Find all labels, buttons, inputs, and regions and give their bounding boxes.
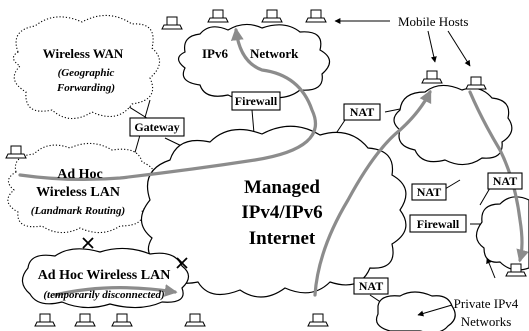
adhoc-title-line2: Wireless LAN <box>36 185 120 200</box>
firewall-bottom-label: Firewall <box>417 217 460 231</box>
adhoc-title-line1: Ad Hoc <box>57 167 103 182</box>
nat-mid-label: NAT <box>417 185 441 199</box>
nat-bottom-label: NAT <box>359 279 383 293</box>
network-label: Network <box>250 46 299 61</box>
geographic-forwarding-line2: Forwarding) <box>56 82 115 94</box>
firewall-top-label: Firewall <box>235 94 278 108</box>
gateway-label: Gateway <box>134 120 179 134</box>
private-network-cloud-bottom <box>375 291 456 331</box>
ipv4-ipv6-label: IPv4/IPv6 <box>241 202 322 223</box>
ipv6-label: IPv6 <box>202 46 229 61</box>
temporarily-disconnected-label: (temporarily disconnected) <box>43 289 164 301</box>
landmark-routing-label: (Landmark Routing) <box>31 205 125 217</box>
cross-mark-icon <box>82 237 188 269</box>
adhoc-disconnected-title: Ad Hoc Wireless LAN <box>38 268 171 283</box>
wireless-wan-title: Wireless WAN <box>43 46 124 61</box>
ipv6-network-cloud <box>177 23 331 101</box>
geographic-forwarding-line1: (Geographic <box>58 67 115 79</box>
private-network-cloud-top <box>393 84 513 166</box>
nat-right-label: NAT <box>493 174 517 188</box>
private-networks-line2: Networks <box>461 314 512 329</box>
wireless-wan-cloud <box>12 14 161 120</box>
nat-top-label: NAT <box>350 105 374 119</box>
adhoc-wireless-lan-cloud <box>7 142 156 234</box>
managed-label: Managed <box>244 177 320 198</box>
mobile-hosts-label: Mobile Hosts <box>398 14 468 29</box>
private-networks-line1: Private IPv4 <box>454 296 519 311</box>
pointer-arrows <box>334 18 496 317</box>
internet-label: Internet <box>249 228 316 249</box>
